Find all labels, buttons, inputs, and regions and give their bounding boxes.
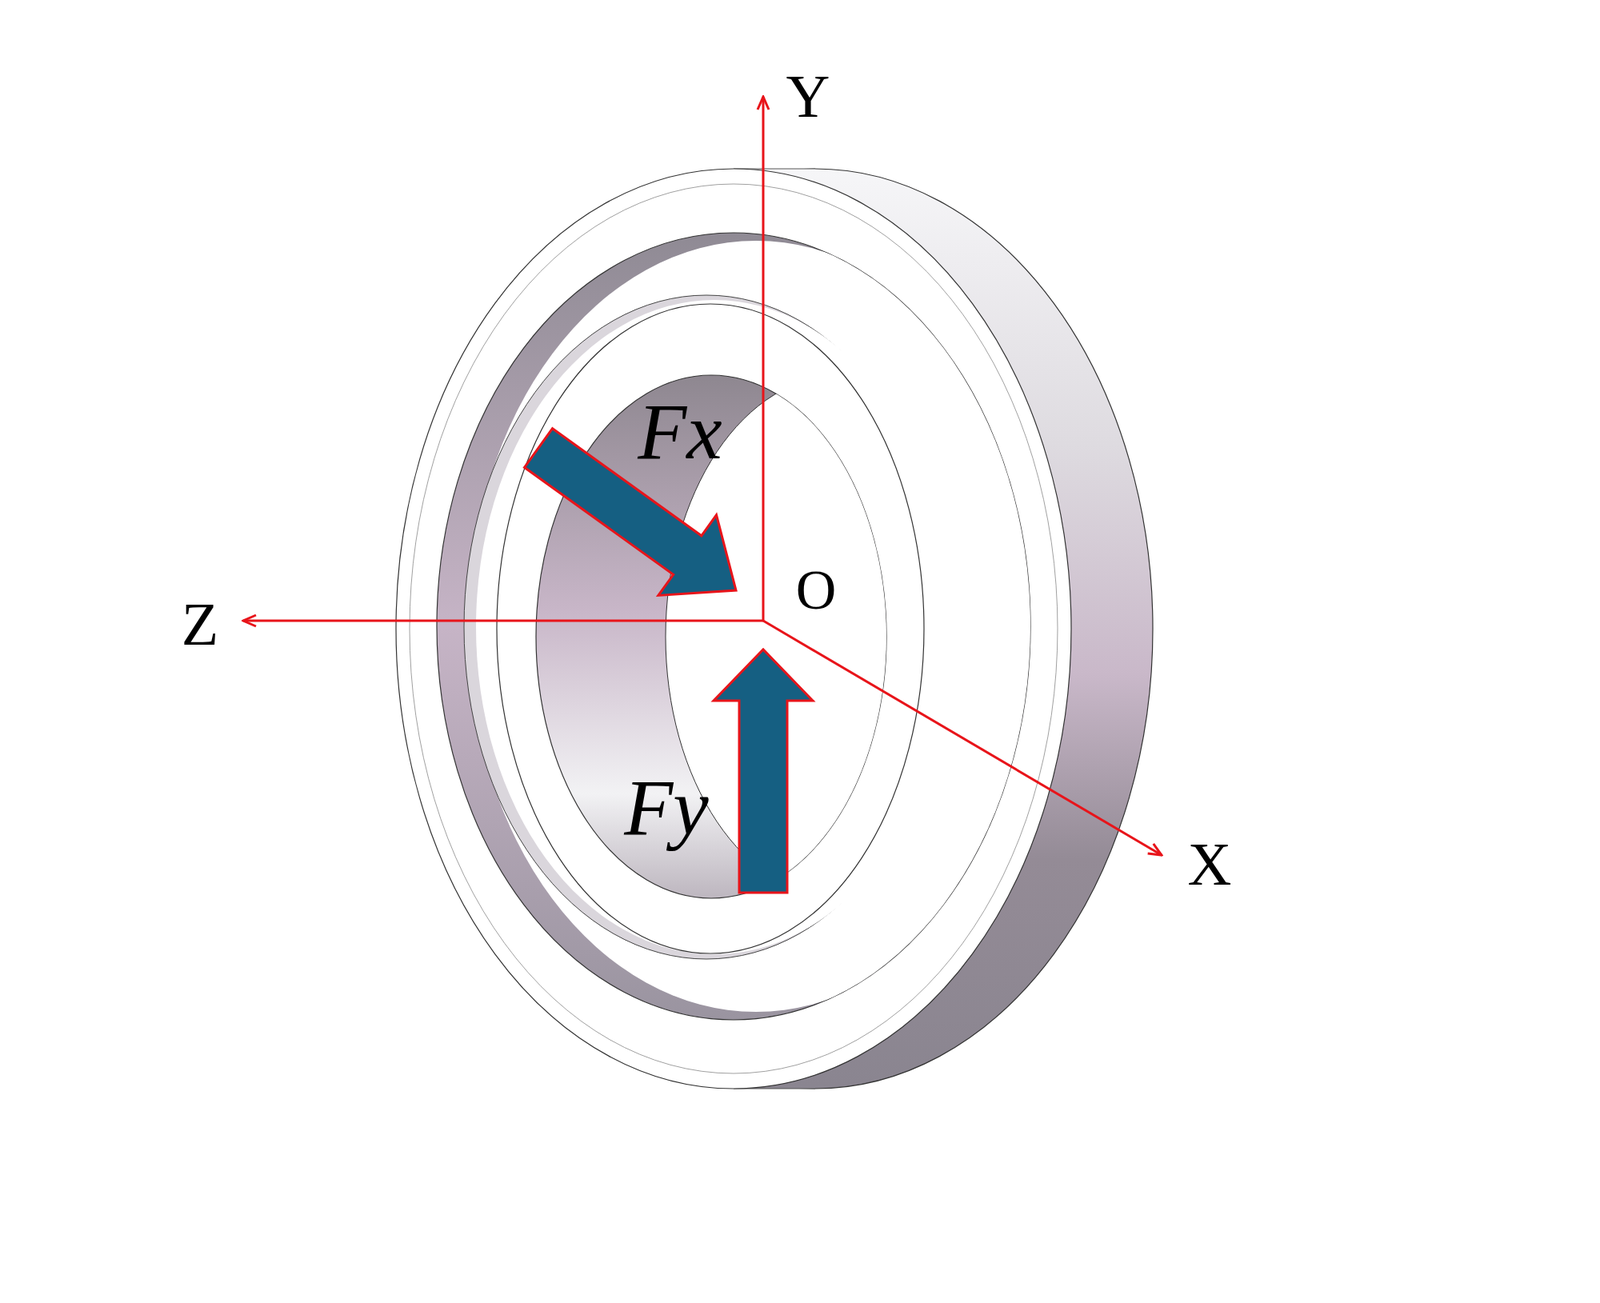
force-arrow-y — [713, 649, 813, 893]
y-axis — [762, 96, 765, 621]
outer-ring-face — [396, 168, 1072, 1089]
axis-label: Y — [786, 65, 831, 127]
bore — [536, 375, 1016, 899]
axis-label: X — [1188, 833, 1232, 895]
origin-label: O — [796, 562, 837, 619]
coordinate-axes — [243, 96, 1162, 856]
force-label: Fx — [637, 392, 722, 472]
x-axis — [763, 620, 1162, 856]
z-axis — [243, 620, 764, 623]
axis-label: Z — [181, 593, 219, 655]
outer-ring-chamfer — [409, 184, 1058, 1074]
force-label: Fy — [624, 768, 708, 848]
raceway-groove — [436, 232, 1044, 1020]
